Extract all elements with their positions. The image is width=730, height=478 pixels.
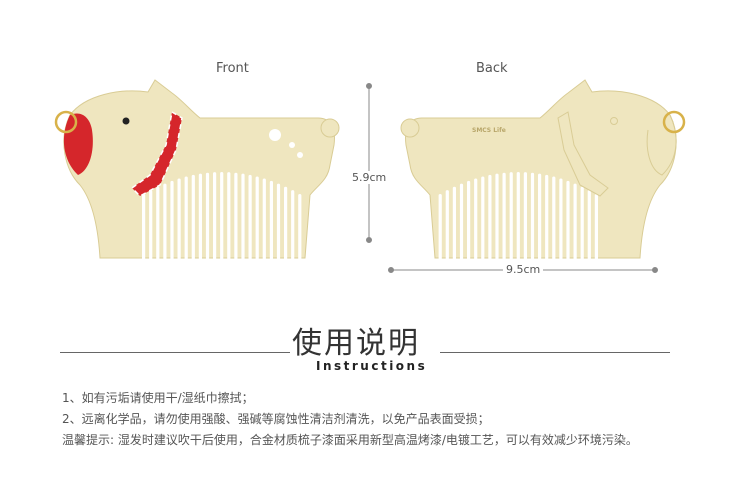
divider-right	[440, 352, 670, 353]
instruction-2: 2、远离化学品，请勿使用强酸、强碱等腐蚀性清洁剂清洗，以免产品表面受损；	[62, 412, 490, 426]
instruction-1: 1、如有污垢请使用干/湿纸巾擦拭；	[62, 391, 254, 405]
key-ring	[662, 110, 686, 134]
front-label: Front	[216, 61, 249, 76]
brand-engraving: SMCS Life	[472, 127, 506, 134]
comb-illustration	[54, 79, 686, 273]
back-label: Back	[476, 61, 508, 76]
red-nose	[63, 113, 93, 175]
front-comb	[54, 79, 340, 263]
key-ring	[54, 110, 78, 134]
height-dimension-line	[366, 83, 372, 243]
instruction-tip: 温馨提示: 湿发时建议吹干后使用，合金材质梳子漆面采用新型高温烤漆/电镀工艺，可…	[62, 433, 638, 447]
collar	[130, 110, 183, 197]
section-subtitle: Instructions	[316, 359, 428, 373]
eye	[122, 117, 130, 125]
flower-cutouts	[269, 129, 303, 158]
width-label: 9.5cm	[503, 263, 544, 276]
section-title: 使用说明	[292, 326, 420, 361]
divider-left	[60, 352, 290, 353]
height-label: 5.9cm	[349, 171, 390, 184]
back-comb	[400, 79, 686, 263]
